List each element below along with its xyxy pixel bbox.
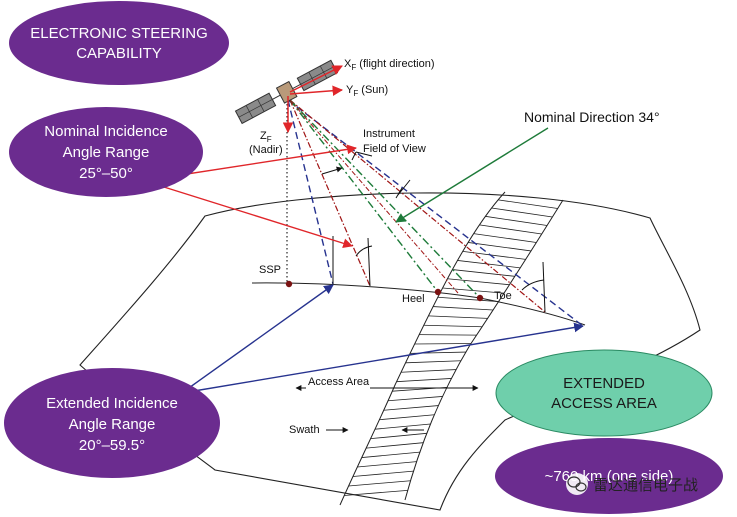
swath-hatch-line	[452, 269, 515, 277]
swath-hatch-line	[388, 396, 443, 402]
swath-hatch-line	[370, 432, 427, 440]
svg-text:ACCESS AREA: ACCESS AREA	[551, 395, 657, 412]
swath-hatch-line	[352, 470, 414, 477]
ssp-label: SSP	[259, 264, 281, 276]
swath-hatch-line	[479, 224, 542, 235]
swath-hatch-line	[405, 360, 461, 364]
nadir-label: (Nadir)	[249, 144, 283, 156]
swath-hatch-line	[457, 260, 521, 269]
instrument-fov-label-1: Instrument	[363, 128, 415, 140]
swath-hatch-line	[473, 233, 537, 243]
swath-hatch-line	[401, 369, 457, 373]
swath-hatch-line	[357, 461, 417, 468]
swath-hatch-line	[491, 207, 553, 218]
instrument-fov-label-2: Field of View	[363, 143, 426, 155]
swath-hatch-line	[447, 278, 510, 286]
yf-axis-label: YF (Sun)	[346, 84, 388, 98]
wechat-icon	[566, 473, 588, 495]
swath-hatch-line	[428, 315, 488, 319]
swath-hatch-line	[348, 480, 411, 487]
access-area-label: Access Area	[308, 376, 370, 388]
toe-label: Toe	[494, 290, 512, 302]
svg-text:Angle Range: Angle Range	[63, 144, 150, 161]
swath-hatch-line	[379, 414, 435, 421]
watermark: 雷达通信电子战	[566, 473, 698, 495]
swath-hatch-line	[442, 287, 505, 294]
nominal-direction-arrow	[395, 127, 549, 223]
electronic-steering-bubble: ELECTRONIC STEERING CAPABILITY	[9, 1, 229, 85]
heel-label: Heel	[402, 293, 425, 305]
swath-hatch-line	[396, 378, 452, 383]
swath-hatch-line	[361, 451, 420, 458]
swath-hatch-line	[437, 296, 499, 302]
svg-text:25°–50°: 25°–50°	[79, 165, 133, 182]
swath-hatch-line	[433, 306, 494, 311]
watermark-text: 雷达通信电子战	[593, 476, 698, 494]
swath-hatch-line	[366, 442, 424, 449]
toe-point	[476, 294, 484, 302]
swath-hatch-line	[485, 215, 548, 226]
svg-text:Nominal Incidence: Nominal Incidence	[44, 123, 167, 140]
incidence-angle-marks	[321, 166, 546, 313]
xf-axis-label: XF (flight direction)	[344, 58, 435, 72]
svg-text:Extended Incidence: Extended Incidence	[46, 395, 178, 412]
swath-label: Swath	[289, 424, 320, 436]
swath-hatch-line	[498, 199, 558, 209]
beam-lines	[287, 99, 584, 327]
svg-text:ELECTRONIC STEERING: ELECTRONIC STEERING	[30, 25, 208, 42]
swath-hatch-line	[374, 423, 431, 430]
ssp-point	[285, 280, 293, 288]
heel-point	[434, 288, 442, 296]
swath-hatch-line	[423, 324, 483, 328]
swath-hatch-line	[468, 242, 532, 252]
svg-text:CAPABILITY: CAPABILITY	[76, 45, 162, 62]
svg-text:EXTENDED: EXTENDED	[563, 375, 645, 392]
svg-text:Angle Range: Angle Range	[69, 416, 156, 433]
satellite-icon	[234, 59, 339, 125]
extended-incidence-bubble: Extended Incidence Angle Range 20°–59.5°	[4, 368, 220, 478]
zf-axis-label: ZF	[260, 130, 272, 144]
nominal-incidence-bubble: Nominal Incidence Angle Range 25°–50°	[9, 107, 203, 197]
extended-access-area-bubble: EXTENDED ACCESS AREA	[495, 349, 713, 437]
swath-hatch-line	[419, 334, 477, 336]
satellite-axes	[282, 65, 344, 134]
swath-hatch-line	[383, 405, 439, 411]
swath-hatch-line	[414, 343, 472, 345]
extended-range-arrows	[185, 284, 584, 393]
svg-text:20°–59.5°: 20°–59.5°	[79, 437, 145, 454]
swath-strip	[339, 191, 564, 506]
ground-track-line	[251, 282, 586, 326]
swath-hatch-line	[344, 489, 408, 496]
nominal-direction-label: Nominal Direction 34°	[524, 109, 660, 125]
